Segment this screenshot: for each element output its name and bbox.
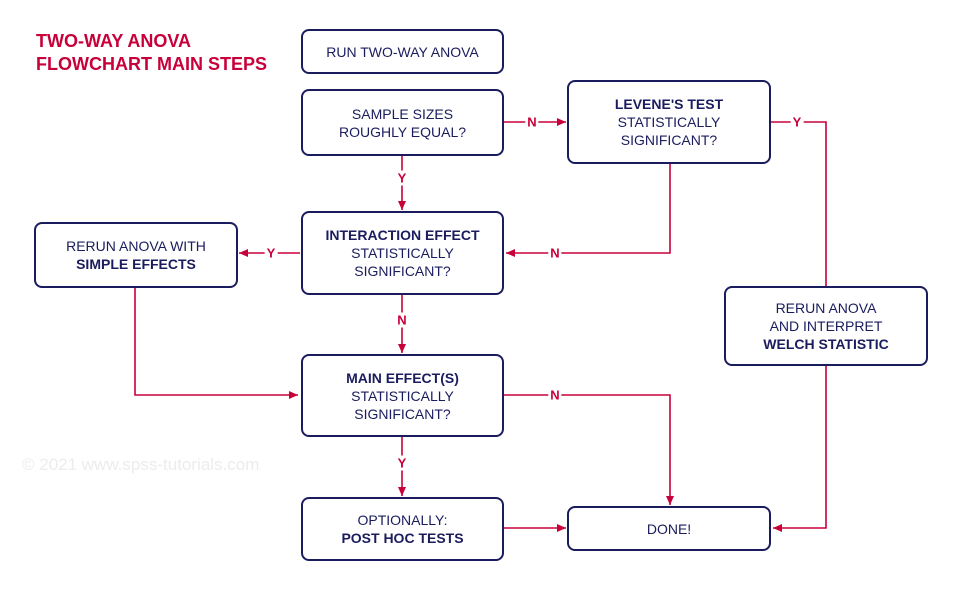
- title-line-2: FLOWCHART MAIN STEPS: [36, 54, 267, 74]
- edge-label-main-to-done: N: [548, 387, 562, 403]
- node-simple-effects-line2: SIMPLE EFFECTS: [76, 256, 196, 272]
- node-main-effects-line1: MAIN EFFECT(S): [346, 369, 459, 386]
- node-simple-effects: RERUN ANOVA WITH SIMPLE EFFECTS: [34, 222, 238, 288]
- node-run-anova-label: RUN TWO-WAY ANOVA: [326, 43, 479, 60]
- node-sample-sizes: SAMPLE SIZES ROUGHLY EQUAL?: [301, 89, 504, 156]
- node-done: DONE!: [567, 506, 771, 551]
- node-welch-line3: WELCH STATISTIC: [763, 336, 889, 352]
- node-interaction-line1: INTERACTION EFFECT: [325, 227, 480, 243]
- node-levene: LEVENE'S TEST STATISTICALLY SIGNIFICANT?: [567, 80, 771, 164]
- node-post-hoc-line1: OPTIONALLY:: [357, 512, 448, 528]
- arrow-welch-to-done: [773, 366, 827, 532]
- node-main-effects-line2: STATISTICALLY: [351, 387, 454, 404]
- edge-label-interaction-to-main: N: [395, 312, 409, 328]
- edge-label-sample-to-interaction: Y: [395, 170, 409, 186]
- edge-label-main-to-posthoc: Y: [395, 455, 409, 471]
- node-welch: RERUN ANOVA AND INTERPRET WELCH STATISTI…: [724, 286, 928, 366]
- node-done-label: DONE!: [646, 520, 692, 537]
- title-line-1: TWO-WAY ANOVA: [36, 31, 192, 51]
- arrow-levene-to-welch: [771, 121, 827, 286]
- node-levene-line2: STATISTICALLY: [617, 114, 721, 130]
- node-interaction: INTERACTION EFFECT STATISTICALLY SIGNIFI…: [301, 211, 504, 295]
- node-simple-effects-line1: RERUN ANOVA WITH: [66, 238, 206, 254]
- node-post-hoc: OPTIONALLY: POST HOC TESTS: [301, 497, 504, 561]
- edge-label-sample-to-levene: N: [525, 114, 539, 130]
- node-run-anova: RUN TWO-WAY ANOVA: [301, 29, 504, 74]
- node-interaction-line3: SIGNIFICANT?: [354, 263, 451, 279]
- flowchart-title: TWO-WAY ANOVA FLOWCHART MAIN STEPS: [36, 30, 267, 76]
- node-welch-line1: RERUN ANOVA: [775, 300, 877, 316]
- edge-label-interaction-to-simple: Y: [264, 245, 278, 261]
- node-interaction-line2: STATISTICALLY: [351, 245, 454, 261]
- arrow-levene-to-interaction: [506, 164, 671, 257]
- node-main-effects-line3: SIGNIFICANT?: [354, 405, 451, 422]
- watermark: © 2021 www.spss-tutorials.com: [22, 455, 260, 474]
- node-sample-sizes-line2: ROUGHLY EQUAL?: [338, 123, 467, 140]
- node-levene-line1: LEVENE'S TEST: [614, 96, 724, 112]
- edge-label-levene-to-interaction: N: [548, 245, 562, 261]
- node-main-effects: MAIN EFFECT(S) STATISTICALLY SIGNIFICANT…: [301, 354, 504, 437]
- node-sample-sizes-line1: SAMPLE SIZES: [351, 105, 454, 122]
- node-levene-line3: SIGNIFICANT?: [620, 132, 718, 148]
- edge-label-levene-to-welch: Y: [790, 114, 804, 130]
- node-welch-line2: AND INTERPRET: [769, 318, 883, 334]
- arrow-main-to-done: [504, 394, 674, 505]
- node-post-hoc-line2: POST HOC TESTS: [341, 530, 464, 546]
- arrow-simple-to-main: [134, 288, 298, 399]
